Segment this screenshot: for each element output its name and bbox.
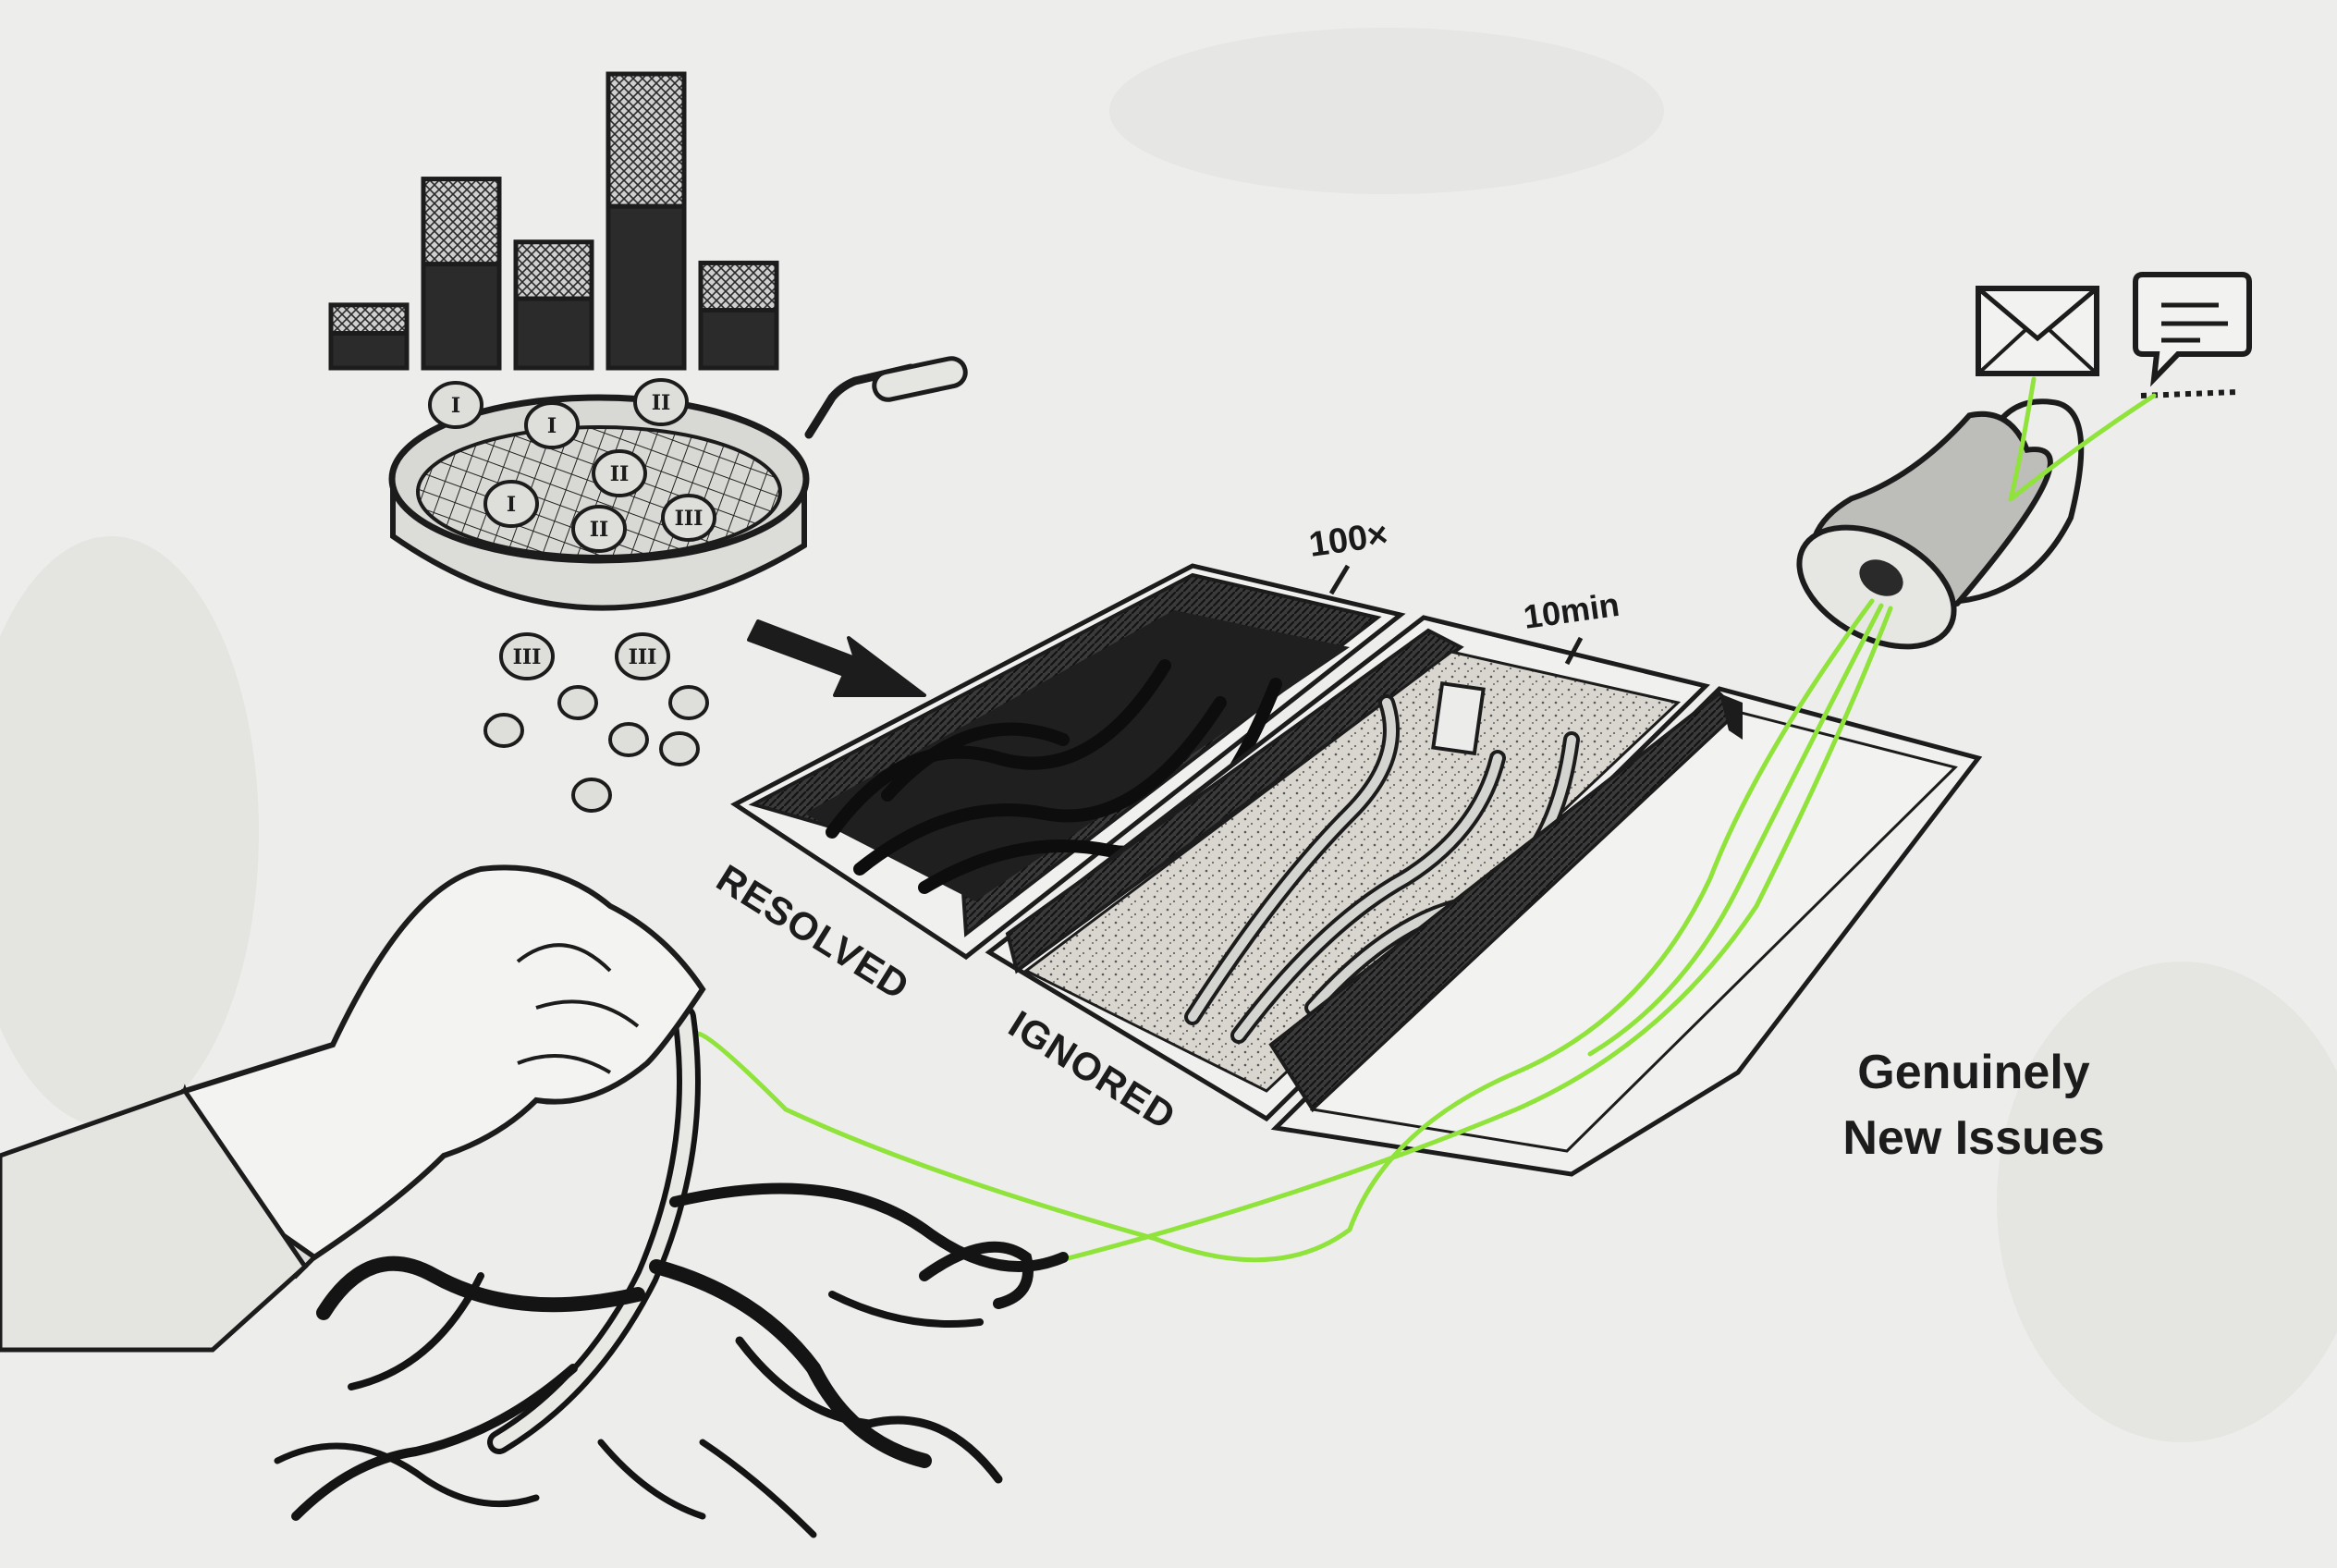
- bar-chart-bar: [513, 296, 594, 371]
- pebble: [571, 778, 612, 813]
- arrow-icon: [747, 619, 926, 697]
- resolved-weeds: [826, 659, 1282, 894]
- bar-chart-bar: [698, 308, 779, 371]
- pebble: [557, 685, 598, 720]
- weed-roots-icon: [274, 1005, 1069, 1538]
- pebble-mark: III: [675, 507, 704, 531]
- count-threshold-tick: [1328, 564, 1351, 595]
- pebble: [571, 505, 627, 553]
- hand-icon: [0, 864, 706, 1353]
- bar-chart-bar-top: [606, 71, 687, 209]
- bar-chart-icon: [328, 71, 779, 371]
- bar-chart-bar: [328, 331, 410, 371]
- bar-chart-bar: [606, 203, 687, 371]
- pebble-mark: III: [513, 645, 542, 669]
- bar-chart-bar-top: [513, 239, 594, 301]
- highlight-threads: [695, 376, 2157, 1269]
- pebble: [661, 494, 716, 542]
- bar-chart-bar-top: [421, 177, 502, 267]
- pebble: [633, 378, 689, 426]
- pebble: [524, 401, 580, 449]
- pebble: [428, 381, 483, 429]
- bar-chart-bar: [421, 262, 502, 371]
- new-issues-label-line1: Genuinely: [1857, 1046, 2089, 1099]
- chat-bubble-icon: [2133, 272, 2252, 398]
- pebble: [659, 731, 700, 766]
- bell-icon: [1796, 398, 2085, 650]
- ignored-weeds: [1184, 694, 1580, 1044]
- sieve-crank: [804, 363, 915, 439]
- time-threshold-tick: [1564, 636, 1584, 666]
- pebble-mark: I: [507, 493, 516, 517]
- pebble: [592, 449, 647, 497]
- ignored-note-card: [1431, 681, 1486, 756]
- pebble-mark: I: [451, 394, 460, 418]
- pebble: [608, 722, 649, 757]
- sieve-handle: [872, 356, 968, 402]
- pebble-mark: III: [629, 645, 657, 669]
- pebble-mark: II: [652, 391, 671, 415]
- bar-chart-bar-top: [328, 302, 410, 337]
- pebble-mark: II: [590, 518, 609, 542]
- pebble-mark: I: [547, 414, 557, 438]
- envelope-icon: [1976, 286, 2099, 376]
- paper-smudges: [0, 28, 2337, 1442]
- trough-ignored: [985, 615, 1710, 1122]
- pebble: [668, 685, 709, 720]
- pebble-mark: II: [610, 462, 630, 486]
- pebble: [483, 713, 524, 748]
- bar-chart-bar-top: [698, 260, 779, 313]
- pebble: [499, 632, 555, 680]
- pebble: [615, 632, 670, 680]
- new-issues-label-line2: New Issues: [1842, 1111, 2104, 1165]
- trough-resolved: [730, 563, 1406, 961]
- pebble: [483, 480, 539, 528]
